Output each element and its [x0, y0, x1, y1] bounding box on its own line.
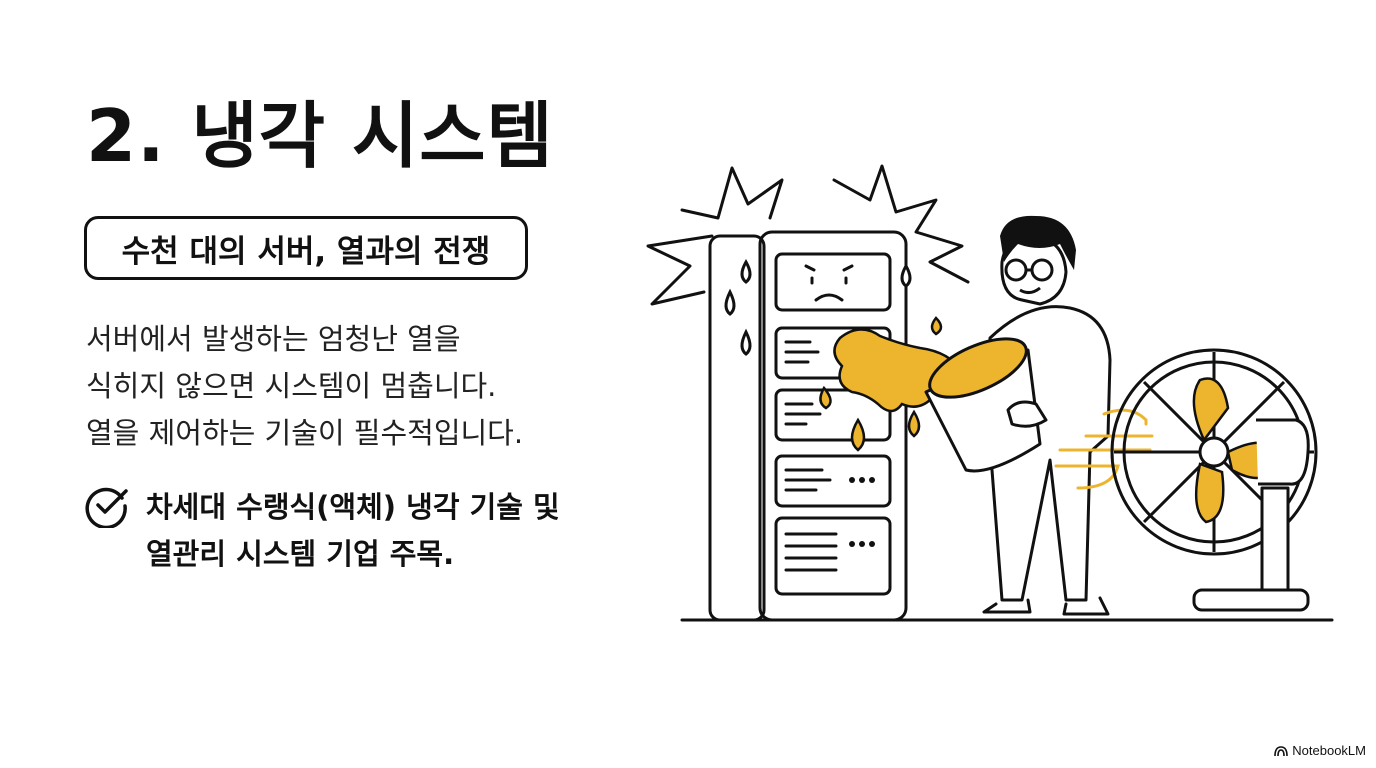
- notebooklm-watermark: NotebookLM: [1274, 743, 1366, 758]
- highlight-line: 차세대 수랭식(액체) 냉각 기술 및: [146, 490, 560, 524]
- glasses-icon: [1004, 258, 1028, 282]
- sweat-drop-icon: [740, 258, 752, 284]
- slide-title: 2. 냉각 시스템: [86, 94, 554, 178]
- subtitle-text: 수천 대의 서버, 열과의 전쟁: [121, 233, 491, 270]
- wind-lines: [1102, 408, 1148, 426]
- server-rack: [708, 234, 766, 622]
- electric-fan-icon: [1110, 348, 1318, 556]
- subtitle-badge: 수천 대의 서버, 열과의 전쟁: [84, 216, 528, 280]
- watermark-label: NotebookLM: [1292, 743, 1366, 758]
- check-circle-icon: [85, 487, 128, 528]
- highlight-line: 열관리 시스템 기업 주목.: [146, 537, 455, 571]
- body-line: 열을 제어하는 기술이 필수적입니다.: [86, 416, 524, 450]
- server-cooling-illustration: [646, 164, 1334, 622]
- hair: [1000, 215, 1076, 270]
- highlight-text: 차세대 수랭식(액체) 냉각 기술 및 열관리 시스템 기업 주목.: [146, 484, 560, 578]
- body-line: 식히지 않으면 시스템이 멈춥니다.: [86, 369, 497, 403]
- notebooklm-logo-icon: [1274, 745, 1289, 756]
- body-line: 서버에서 발생하는 엄청난 열을: [86, 322, 461, 356]
- body-paragraph: 서버에서 발생하는 엄청난 열을 식히지 않으면 시스템이 멈춥니다. 열을 제…: [86, 316, 523, 457]
- heat-burst-icon: [646, 234, 714, 306]
